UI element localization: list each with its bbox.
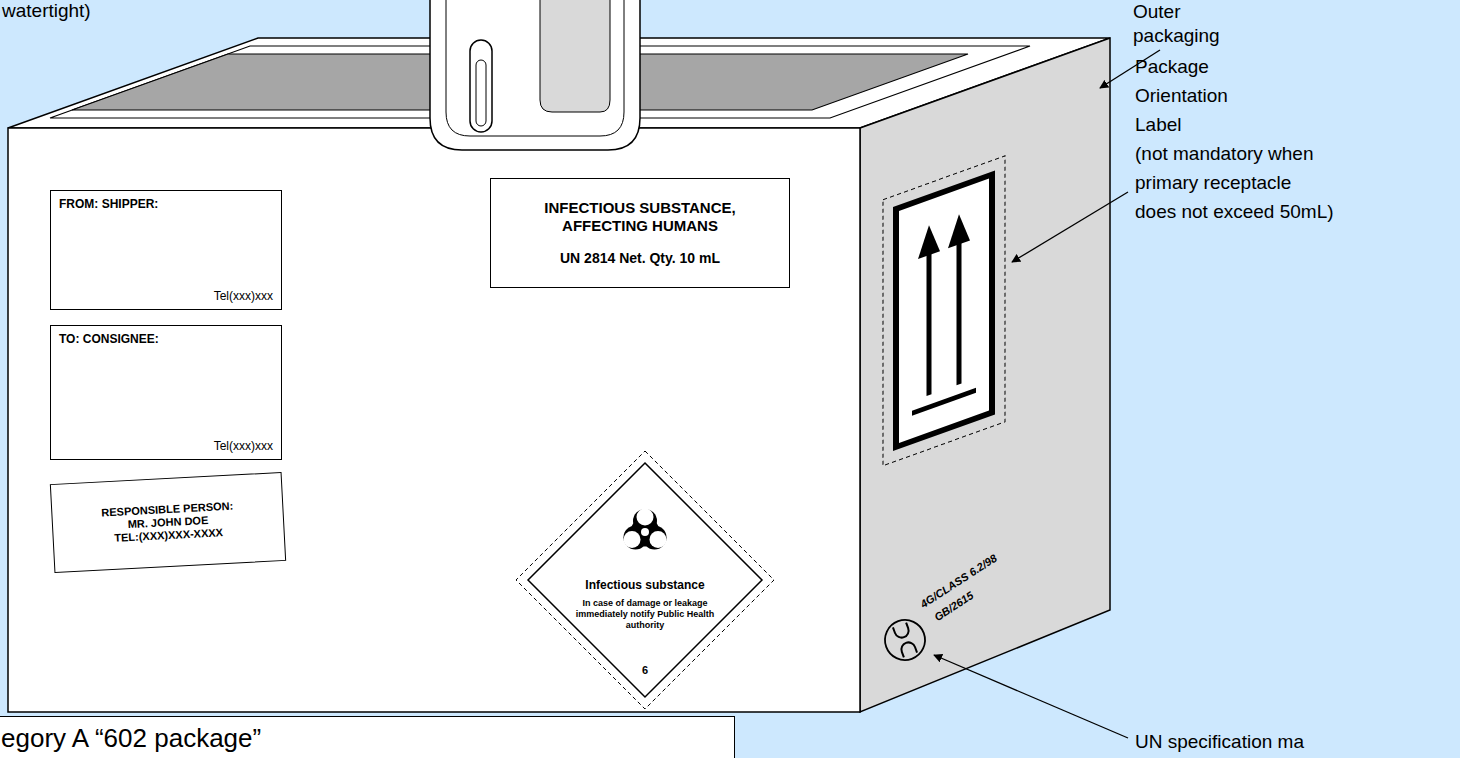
shipping-name-box: INFECTIOUS SUBSTANCE, AFFECTING HUMANS UN… [490,178,790,288]
leader-line [1012,192,1128,262]
leader-line [934,655,1128,738]
biohazard-lobe-hole [624,531,641,548]
orientation-arrow [956,234,961,384]
un-symbol [879,614,930,665]
orientation-label [883,156,1005,466]
box-text: INFECTIOUS SUBSTANCE, AFFECTING HUMANS [501,199,779,235]
box-front-face [8,128,860,712]
un-symbol-circle [879,614,930,665]
box-text: Tel(xxx)xxx [214,289,273,303]
box-text: TO: CONSIGNEE: [59,332,159,346]
orientation-base-bar [912,390,976,413]
biohazard-lobe-hole [649,531,666,548]
callout-label: watertight) [2,0,202,23]
diamond-border [528,463,762,697]
box-text: Infectious substance [540,578,750,592]
orientation-arrow [926,245,931,395]
biohazard-lobe-hole [637,509,654,526]
secondary-container [430,0,640,150]
orientation-arrow-head [948,210,970,248]
box-side-face [860,38,1110,712]
box-text: In case of damage or leakage immediately… [570,598,720,630]
box-text: egory A “602 package” [1,723,261,754]
orientation-label-cut-line [883,156,1005,466]
caption-box: egory A “602 package” [0,716,735,758]
un-symbol-n [899,640,917,657]
container-body [430,0,640,150]
box-text: UN 2814 Net. Qty. 10 mL [560,250,720,267]
specification-mark: 4G/CLASS 6.2/98 [918,524,1042,611]
biohazard-symbol [623,509,666,550]
callout-label: Outer packaging [1133,0,1248,48]
un-symbol-u [893,623,911,640]
responsible-person-box: RESPONSIBLE PERSON:MR. JOHN DOETEL:(XXX)… [50,472,286,573]
box-text: Tel(xxx)xxx [214,439,273,453]
container-tube [470,40,492,132]
hazard-label: Infectious substance In case of damage or… [515,450,775,710]
container-tube-inner [476,60,486,126]
orientation-label-frame [896,174,992,447]
box-text: FROM: SHIPPER: [59,197,158,211]
container-label-panel [540,0,610,112]
callout-label: Package Orientation Label [1135,52,1250,139]
box-text: 6 [625,664,665,677]
diamond-cut-line [516,451,774,709]
address-box: TO: CONSIGNEE: Tel(xxx)xxx [50,325,282,460]
orientation-arrow-head [918,221,940,259]
biohazard-center [641,528,649,536]
callout-label: (not mandatory when primary receptacle d… [1135,139,1335,226]
callout-label: UN specification ma [1135,730,1455,754]
address-box: FROM: SHIPPER: Tel(xxx)xxx [50,190,282,310]
container-inner-line [446,0,624,136]
